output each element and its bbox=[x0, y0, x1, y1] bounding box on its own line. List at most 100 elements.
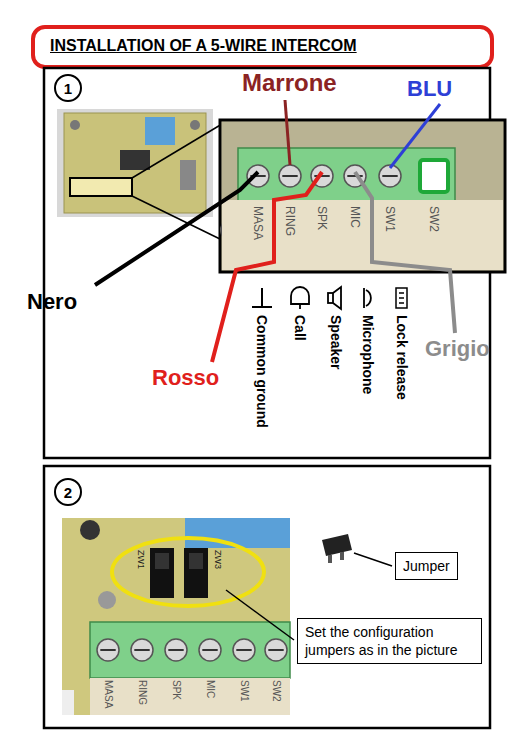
bell-symbol bbox=[291, 287, 309, 309]
speaker-symbol bbox=[328, 287, 341, 309]
board-photo bbox=[90, 678, 290, 715]
terminal-label: MIC bbox=[349, 206, 361, 228]
jumper-icon bbox=[340, 552, 344, 560]
terminal-label: RING bbox=[284, 206, 296, 236]
signal-name: Speaker bbox=[329, 315, 343, 369]
screw-terminal bbox=[247, 165, 401, 187]
terminal-label: SW2 bbox=[428, 206, 440, 232]
board-photo bbox=[120, 150, 150, 170]
terminal-block-zoom bbox=[220, 120, 505, 272]
board-photo bbox=[57, 109, 213, 217]
terminal-label: MIC bbox=[205, 680, 215, 698]
screw-terminal bbox=[131, 639, 153, 661]
bell-symbol bbox=[299, 304, 301, 309]
node-text: Set the configuration jumpers as in the … bbox=[305, 623, 474, 659]
lock-symbol bbox=[399, 302, 404, 304]
callout-number: 2 bbox=[54, 478, 82, 506]
screw-terminal bbox=[100, 649, 115, 651]
highlight-ellipse bbox=[112, 538, 264, 606]
speaker-symbol bbox=[333, 287, 341, 309]
jumper-icon bbox=[322, 534, 352, 556]
board-photo bbox=[132, 124, 222, 178]
wire-color: Marrone bbox=[242, 70, 337, 96]
board-photo bbox=[70, 178, 132, 196]
wire-color: Nero bbox=[27, 290, 77, 314]
terminal-label: SW1 bbox=[239, 680, 249, 702]
terminal-block-zoom bbox=[220, 120, 505, 272]
screw-terminal bbox=[247, 165, 269, 187]
screw-terminal bbox=[165, 639, 187, 661]
title-frame bbox=[33, 27, 492, 67]
node-text: 1 bbox=[64, 80, 72, 97]
board-photo bbox=[90, 622, 290, 678]
terminal-label: SW1 bbox=[384, 206, 396, 232]
screw-terminal bbox=[265, 639, 287, 661]
lock-symbol bbox=[396, 288, 407, 308]
board-photo bbox=[180, 160, 196, 190]
terminal-label: SPK bbox=[171, 680, 181, 700]
jumper-header bbox=[189, 553, 203, 569]
board-photo bbox=[185, 518, 290, 548]
jumper-header bbox=[150, 548, 208, 598]
signal-name: Microphone bbox=[361, 315, 375, 394]
note-box: Set the configuration jumpers as in the … bbox=[297, 618, 482, 664]
screw-terminal bbox=[233, 639, 255, 661]
screw-terminal bbox=[282, 175, 297, 177]
microphone-symbol bbox=[364, 288, 371, 308]
leader-line bbox=[226, 590, 294, 640]
title: INSTALLATION OF A 5-WIRE INTERCOM bbox=[50, 37, 357, 55]
ground-symbol bbox=[261, 288, 263, 306]
terminal-label: RING bbox=[137, 680, 147, 705]
screw-terminal bbox=[97, 639, 119, 661]
screw-terminal bbox=[202, 649, 217, 651]
board-photo bbox=[145, 117, 175, 145]
screw-terminal bbox=[199, 639, 221, 661]
terminal-label: SPK bbox=[316, 206, 328, 230]
screw-terminal bbox=[379, 165, 401, 187]
screw-terminal bbox=[165, 639, 187, 661]
screw-terminal bbox=[382, 175, 397, 177]
leader-line bbox=[354, 553, 392, 566]
blue-wire bbox=[390, 104, 440, 168]
screw-terminal bbox=[199, 639, 221, 661]
board-photo bbox=[70, 120, 80, 130]
node-text: Jumper bbox=[403, 557, 450, 575]
terminal-block-zoom bbox=[222, 200, 503, 270]
screw-terminal bbox=[236, 649, 251, 651]
jumper-header bbox=[155, 553, 169, 569]
brown-wire bbox=[285, 100, 290, 165]
screw-terminal bbox=[97, 639, 119, 661]
board-photo bbox=[190, 120, 200, 130]
board-photo bbox=[62, 518, 290, 715]
terminal-label: MASA bbox=[103, 680, 113, 708]
lock-symbol bbox=[399, 297, 404, 299]
bell-symbol bbox=[291, 287, 309, 304]
screw-terminal bbox=[268, 649, 283, 651]
empty-terminal bbox=[420, 160, 448, 192]
microphone-symbol bbox=[366, 290, 371, 306]
jumper-icon bbox=[322, 534, 352, 563]
ground-symbol bbox=[252, 306, 272, 308]
jumper-icon bbox=[328, 555, 332, 563]
speaker-symbol bbox=[328, 293, 333, 303]
board-photo bbox=[62, 518, 290, 715]
microphone-symbol bbox=[363, 288, 365, 308]
signal-name: Lock release bbox=[395, 315, 409, 400]
lock-symbol bbox=[399, 292, 404, 294]
screw-terminal bbox=[279, 165, 301, 187]
wire-color: Rosso bbox=[152, 366, 219, 390]
terminal-block-zoom bbox=[238, 148, 455, 202]
terminal-label: SW2 bbox=[271, 680, 281, 702]
signal-name: Call bbox=[293, 315, 307, 341]
jumper-header bbox=[150, 548, 174, 598]
wire-color: Grigio bbox=[425, 337, 490, 361]
screw-terminal bbox=[131, 639, 153, 661]
screw-terminal bbox=[279, 165, 301, 187]
screw-terminal bbox=[247, 165, 269, 187]
wire-color: BLU bbox=[407, 77, 452, 101]
black-wire bbox=[95, 172, 258, 285]
jumper-label: ZW1 bbox=[136, 550, 145, 569]
node-text: 2 bbox=[64, 484, 72, 501]
screw-terminal bbox=[233, 639, 255, 661]
